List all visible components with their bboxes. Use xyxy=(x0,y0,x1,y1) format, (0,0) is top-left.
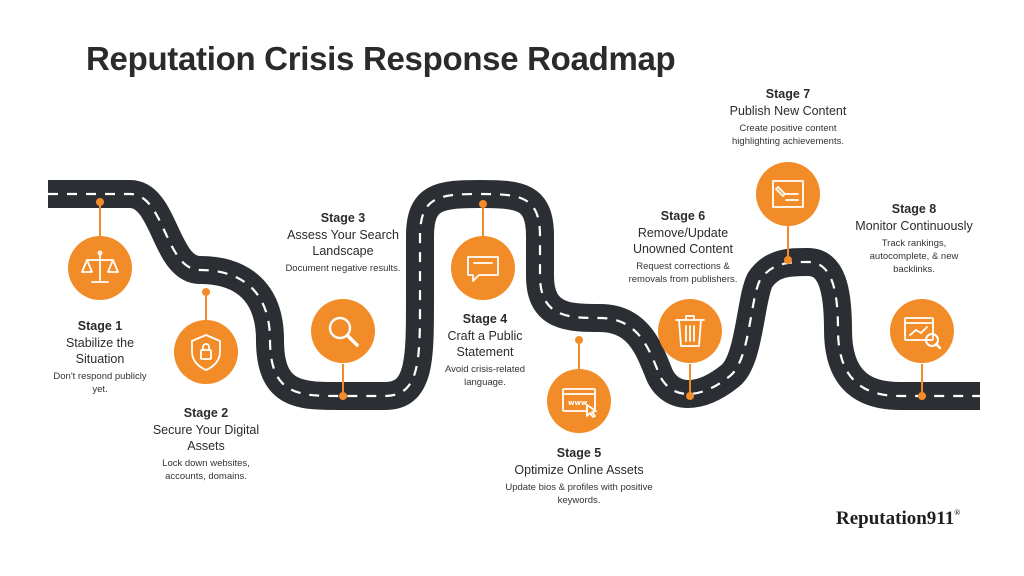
stage-name: Publish New Content xyxy=(729,104,847,118)
icon-circle-stage-3 xyxy=(311,299,375,363)
dot-stage-6 xyxy=(686,392,694,400)
brand-name: Reputation911 xyxy=(836,508,955,529)
stage-2-text: Stage 2 Secure Your Digital Assets Lock … xyxy=(146,405,266,483)
stage-name: Secure Your Digital Assets xyxy=(152,423,260,453)
www-browser-icon: www xyxy=(562,388,597,418)
stage-name: Optimize Online Assets xyxy=(514,463,644,477)
stage-description: Request corrections & removals from publ… xyxy=(628,261,738,285)
dot-stage-7 xyxy=(784,256,792,264)
dot-stage-5 xyxy=(575,336,583,344)
analytics-icon xyxy=(904,317,942,350)
dot-stage-1 xyxy=(96,198,104,206)
icon-circle-stage-4 xyxy=(451,236,515,300)
stage-name: Stabilize the Situation xyxy=(65,336,135,366)
stage-label: Stage 4 xyxy=(462,312,508,326)
dot-stage-8 xyxy=(918,392,926,400)
dot-stage-4 xyxy=(479,200,487,208)
stage-3-text: Stage 3 Assess Your Search Landscape Doc… xyxy=(278,210,408,275)
stage-description: Document negative results. xyxy=(285,263,401,274)
page-title: Reputation Crisis Response Roadmap xyxy=(86,40,676,77)
stage-description: Create positive content highlighting ach… xyxy=(732,123,844,147)
stage-label: Stage 5 xyxy=(556,446,602,460)
stage-4-text: Stage 4 Craft a Public Statement Avoid c… xyxy=(430,311,540,389)
stage-6-text: Stage 6 Remove/Update Unowned Content Re… xyxy=(618,208,748,286)
stage-label: Stage 6 xyxy=(660,209,706,223)
stage-label: Stage 3 xyxy=(320,211,366,225)
stage-8-text: Stage 8 Monitor Continuously Track ranki… xyxy=(852,201,976,276)
magnifier-icon xyxy=(328,316,359,347)
shield-lock-icon xyxy=(191,334,221,371)
stage-label: Stage 2 xyxy=(183,406,229,420)
stage-connectors xyxy=(99,202,923,396)
dot-stage-2 xyxy=(202,288,210,296)
speech-bubble-icon xyxy=(467,256,499,282)
scale-icon xyxy=(81,250,119,283)
stage-label: Stage 7 xyxy=(765,87,811,101)
road xyxy=(48,180,980,410)
stage-label: Stage 8 xyxy=(891,202,937,216)
stage-dots xyxy=(96,198,926,400)
stage-1-text: Stage 1 Stabilize the Situation Don't re… xyxy=(48,318,152,396)
stage-description: Avoid crisis-related language. xyxy=(444,364,526,388)
stage-label: Stage 1 xyxy=(77,319,123,333)
brand-logo: Reputation911® xyxy=(836,508,960,530)
edit-document-icon xyxy=(772,180,804,208)
icon-circle-stage-2 xyxy=(174,320,238,384)
stage-description: Update bios & profiles with positive key… xyxy=(505,482,653,506)
stage-name: Remove/Update Unowned Content xyxy=(632,226,734,256)
stage-description: Don't respond publicly yet. xyxy=(53,371,147,395)
registered-mark: ® xyxy=(954,508,961,517)
stage-name: Craft a Public Statement xyxy=(447,329,523,359)
stage-name: Monitor Continuously xyxy=(855,219,973,233)
stage-name: Assess Your Search Landscape xyxy=(287,228,399,258)
stage-7-text: Stage 7 Publish New Content Create posit… xyxy=(716,86,860,148)
trash-icon xyxy=(675,315,705,347)
stage-description: Lock down websites, accounts, domains. xyxy=(162,458,250,482)
stage-description: Track rankings, autocomplete, & new back… xyxy=(869,238,959,275)
dot-stage-3 xyxy=(339,392,347,400)
stage-5-text: Stage 5 Optimize Online Assets Update bi… xyxy=(502,445,656,507)
svg-text:www: www xyxy=(568,399,588,407)
